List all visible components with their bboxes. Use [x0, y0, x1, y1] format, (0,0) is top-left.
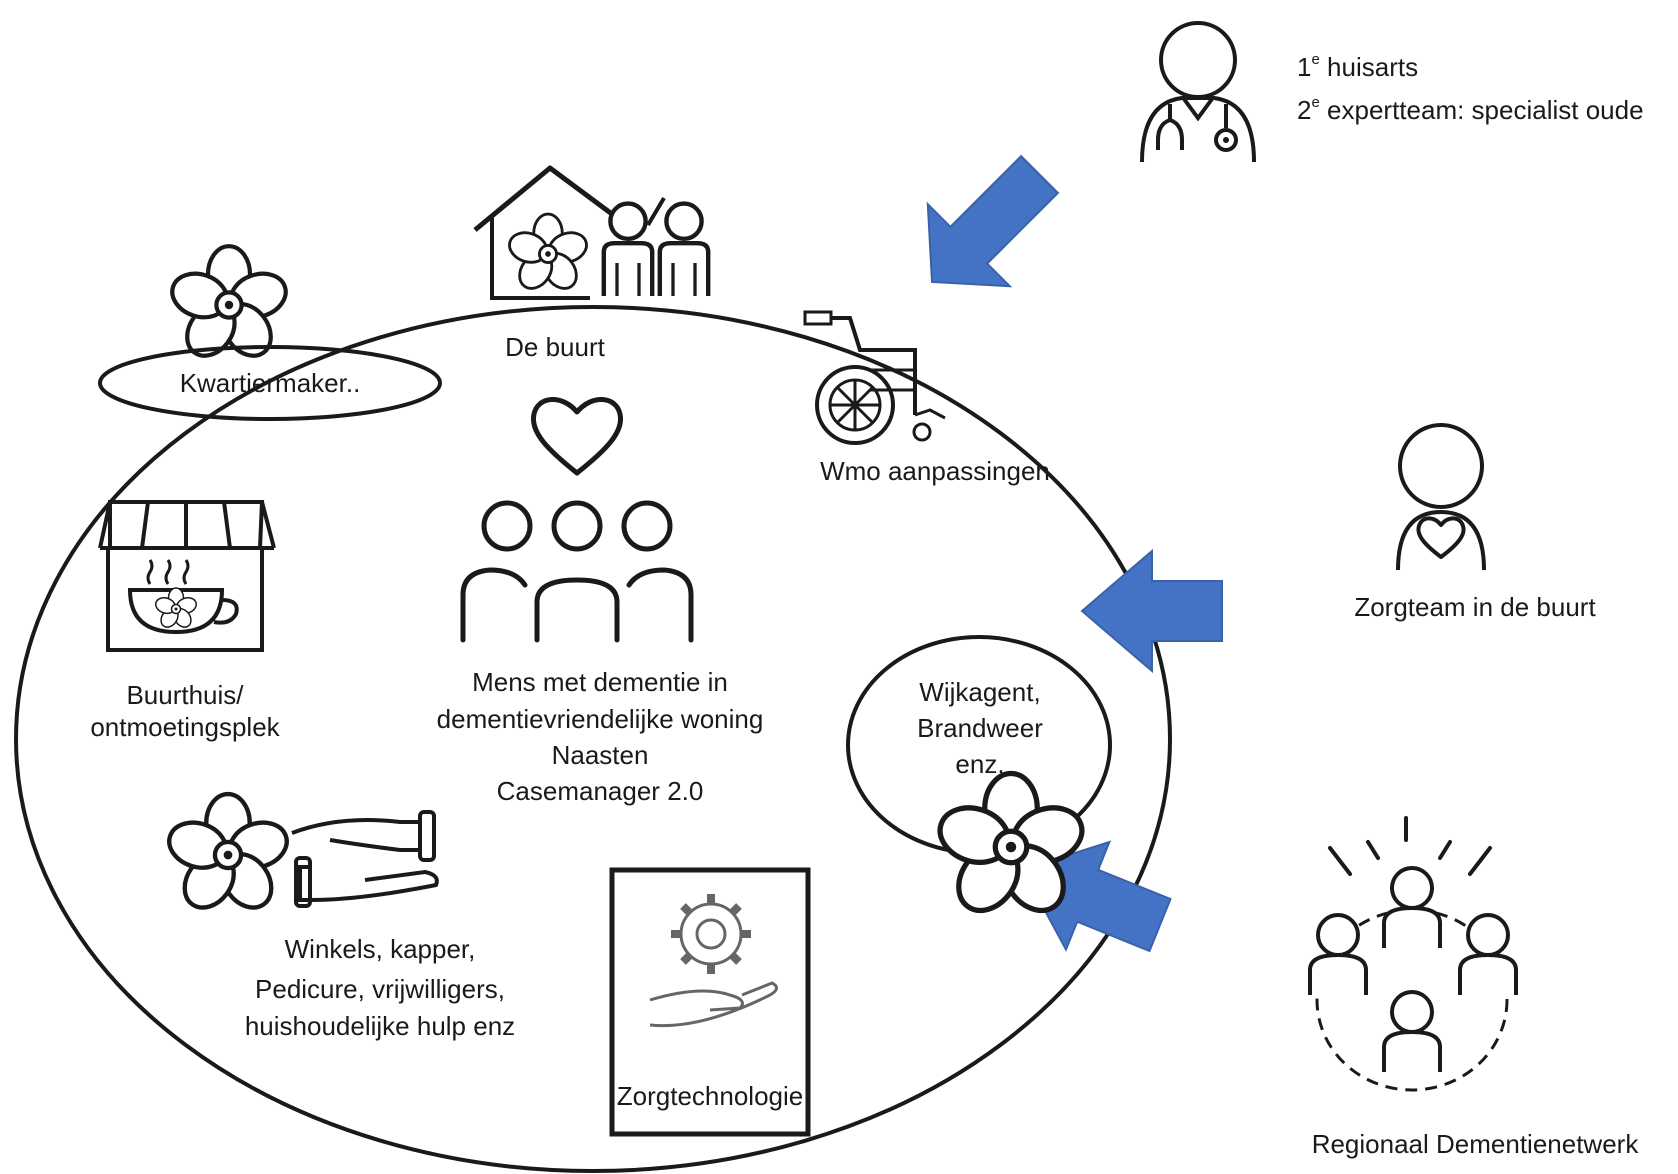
label-center-3: Naasten — [551, 740, 649, 770]
doctor-line-2: 2e expertteam: specialist oude — [1297, 94, 1644, 125]
label-kwartiermaker: Kwartiermaker.. — [179, 368, 361, 398]
label-wmo: Wmo aanpassingen — [820, 456, 1050, 486]
doctor-line-1: 1e huisarts — [1297, 51, 1419, 82]
label-winkels-1: Winkels, kapper, — [284, 934, 476, 964]
label-buurthuis-1: Buurthuis/ — [126, 680, 244, 710]
zorgtechnologie-box — [609, 867, 811, 1137]
house-with-people-icon — [473, 165, 708, 300]
wheelchair-icon — [803, 310, 946, 445]
people-heart-icon — [460, 397, 694, 643]
care-person-heart-icon — [1396, 423, 1486, 571]
label-wijkagent-1: Wijkagent, — [919, 677, 1041, 707]
coffee-shop-icon — [98, 500, 276, 652]
gear-hand-icon — [649, 894, 778, 1028]
label-winkels-3: huishoudelijke hulp enz — [244, 1011, 516, 1041]
label-wijkagent-3: enz. — [955, 749, 1005, 779]
arrow-middle — [1080, 548, 1223, 674]
label-wijkagent-2: Brandweer — [917, 713, 1043, 743]
label-zorgteam: Zorgteam in de buurt — [1354, 592, 1596, 622]
label-buurthuis-2: ontmoetingsplek — [90, 712, 280, 742]
arrow-top — [926, 154, 1060, 288]
hands-flower-icon — [163, 794, 439, 917]
label-regionaal: Regionaal Dementienetwerk — [1311, 1129, 1639, 1159]
label-winkels-2: Pedicure, vrijwilligers, — [255, 974, 505, 1004]
network-people-icon — [1308, 816, 1518, 1092]
kwartiermaker-ellipse — [98, 345, 442, 421]
label-zorgtechnologie: Zorgtechnologie — [616, 1081, 804, 1111]
label-center-4: Casemanager 2.0 — [496, 776, 704, 806]
label-de-buurt: De buurt — [505, 332, 605, 362]
main-circle — [14, 305, 1172, 1173]
label-center-2: dementievriendelijke woning — [436, 704, 764, 734]
doctor-icon — [1140, 21, 1256, 163]
label-center-1: Mens met dementie in — [472, 667, 728, 697]
